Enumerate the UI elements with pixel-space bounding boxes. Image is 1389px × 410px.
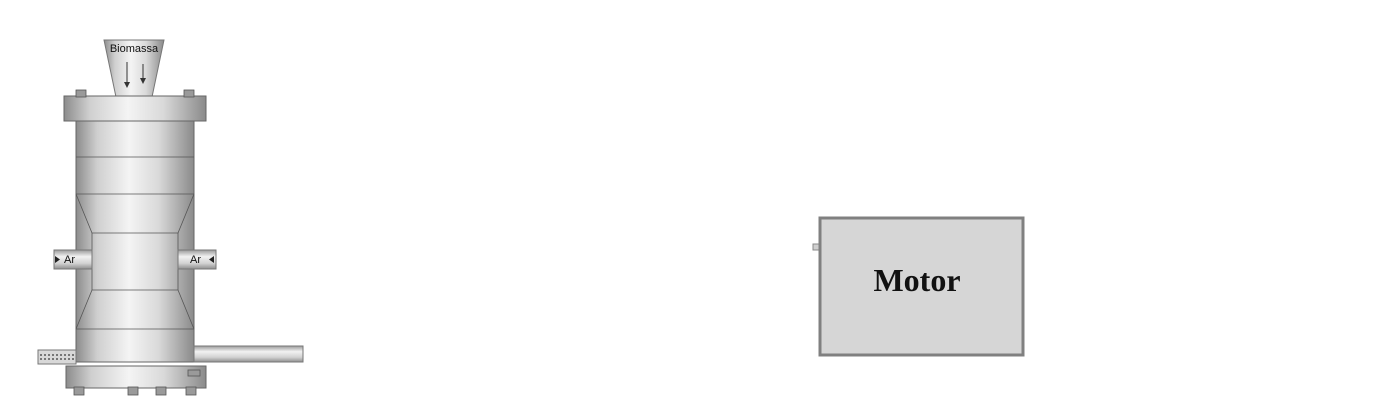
- air-inlet-left: Ar: [53, 249, 93, 270]
- side-bolt-icon: [187, 369, 201, 377]
- arrow-right-icon: [55, 256, 60, 263]
- ash-outlet-left: [37, 349, 77, 365]
- air-inlet-right: Ar: [177, 249, 217, 270]
- top-flange: [63, 95, 207, 122]
- biomass-hopper: Biomassa: [103, 39, 165, 98]
- gas-outlet-pipe: [193, 345, 304, 363]
- flange-bolt-icon: [75, 89, 195, 98]
- air-right-label: Ar: [190, 254, 201, 266]
- motor-box: [818, 216, 1025, 357]
- air-left-label: Ar: [64, 254, 75, 266]
- reactor-body: [75, 120, 195, 363]
- arrow-left-icon: [209, 256, 214, 263]
- bottom-base: [65, 365, 207, 389]
- feed-arrow-icon: [124, 62, 146, 88]
- base-bolt-icon: [73, 386, 197, 396]
- motor-block: Motor: [812, 216, 1025, 357]
- motor-label: Motor: [873, 262, 960, 298]
- biomass-label: Biomassa: [110, 43, 159, 55]
- gasifier: Biomassa: [37, 39, 304, 396]
